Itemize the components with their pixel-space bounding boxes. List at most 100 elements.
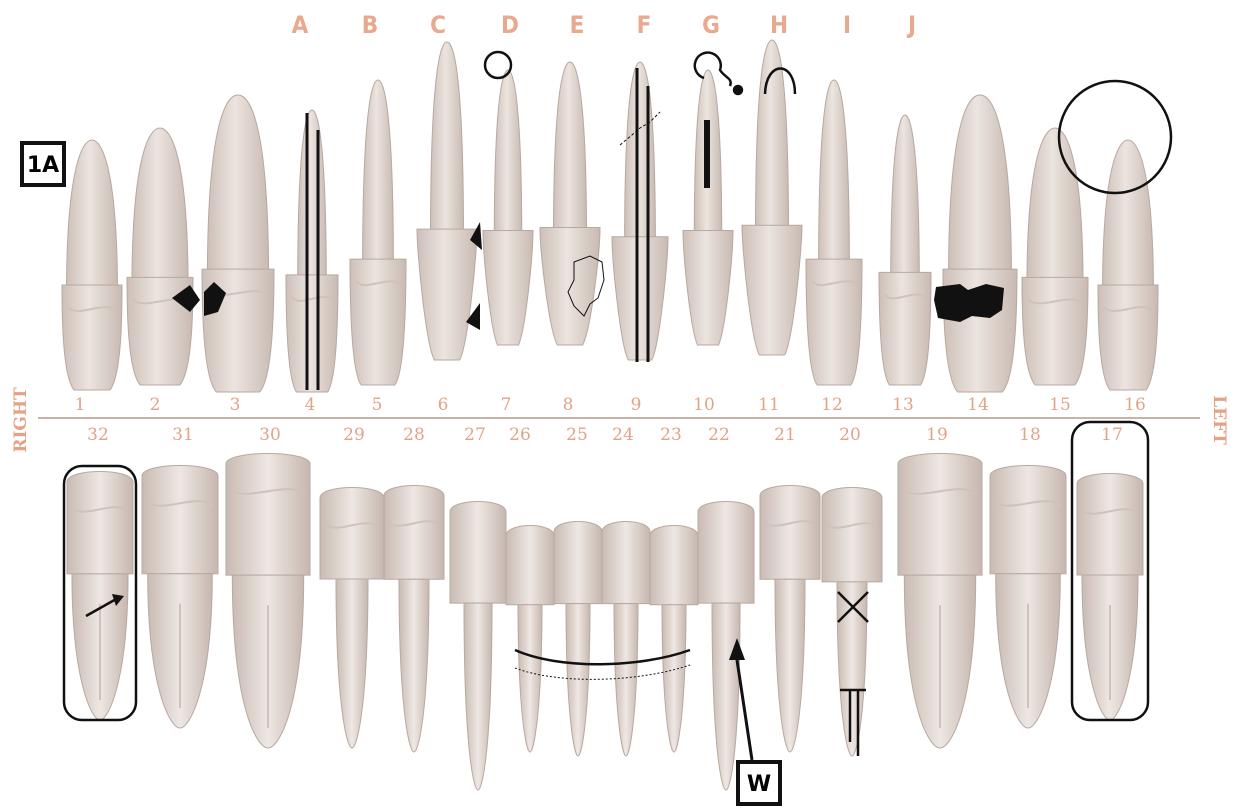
tooth-crown [990, 466, 1066, 574]
tooth-number-26: 26 [509, 425, 531, 445]
tooth-crown [554, 522, 602, 604]
tooth-number-31: 31 [172, 425, 194, 445]
tooth-upper-14 [943, 95, 1017, 392]
tooth-number-14: 14 [967, 395, 989, 415]
tooth-number-23: 23 [660, 425, 682, 445]
tooth-number-17: 17 [1101, 425, 1123, 445]
circle-mark-tooth-7 [485, 52, 511, 78]
tooth-root [363, 80, 394, 269]
letter-h: H [770, 11, 788, 39]
tooth-number-18: 18 [1019, 425, 1041, 445]
tooth-root [1103, 140, 1154, 295]
side-label-left: LEFT [1209, 395, 1229, 445]
tooth-upper-1 [62, 140, 122, 390]
tooth-crown [540, 227, 600, 345]
tooth-root [298, 110, 327, 285]
letter-b: B [362, 11, 378, 39]
tooth-number-25: 25 [566, 425, 588, 445]
tooth-crown [822, 488, 882, 582]
tooth-root [554, 62, 587, 237]
tooth-lower-23 [650, 526, 698, 753]
tooth-root [464, 603, 492, 790]
tooth-number-19: 19 [926, 425, 948, 445]
tooth-crown [417, 229, 477, 360]
tooth-upper-8 [540, 62, 600, 345]
tooth-lower-21 [760, 486, 820, 753]
tooth-root [431, 42, 464, 239]
letter-i: I [843, 11, 851, 39]
letter-a: A [292, 11, 309, 39]
tooth-upper-10 [683, 70, 733, 345]
letter-e: E [570, 11, 585, 39]
tooth-upper-11 [742, 40, 802, 355]
tooth-crown [384, 486, 444, 580]
label-w: W [747, 772, 771, 797]
tooth-crown [350, 259, 406, 385]
tooth-number-16: 16 [1124, 395, 1146, 415]
upper-number-row: 1 2 3 4 5 6 7 8 9 10 11 12 13 14 15 16 [75, 395, 1146, 415]
tooth-root [518, 605, 542, 752]
tooth-upper-16 [1098, 140, 1158, 390]
tooth-root [566, 604, 590, 756]
tooth-number-6: 6 [438, 395, 449, 415]
tooth-crown [67, 472, 133, 574]
tooth-upper-5 [350, 80, 406, 385]
tooth-number-27: 27 [464, 425, 486, 445]
upper-arch [62, 40, 1158, 392]
tooth-upper-4 [286, 110, 338, 392]
tooth-number-7: 7 [501, 395, 512, 415]
tooth-lower-17 [1077, 474, 1143, 721]
tooth-crown [450, 502, 506, 604]
tooth-crown [602, 522, 650, 604]
lower-number-row: 32 31 30 29 28 27 26 25 24 23 22 21 20 1… [87, 425, 1123, 445]
tooth-number-11: 11 [758, 395, 780, 415]
tooth-crown [1098, 285, 1158, 390]
tooth-root [399, 579, 429, 752]
tooth-upper-13 [879, 115, 931, 385]
tooth-crown [226, 454, 310, 576]
tooth-crown [612, 237, 668, 360]
tooth-lower-22 [698, 502, 754, 791]
tooth-number-5: 5 [372, 395, 383, 415]
tooth-root [494, 70, 522, 241]
arrow-line-w [737, 660, 752, 760]
tooth-upper-3 [202, 95, 274, 392]
tooth-number-20: 20 [839, 425, 861, 445]
tooth-number-2: 2 [150, 395, 161, 415]
tooth-lower-27 [450, 502, 506, 791]
tooth-upper-7 [483, 70, 533, 345]
tooth-crown [1022, 277, 1088, 385]
primary-letter-row: A B C D E F G H I J [292, 11, 916, 39]
side-label-right: RIGHT [11, 387, 31, 453]
tooth-root [1027, 128, 1083, 287]
tooth-lower-30 [226, 454, 310, 749]
tooth-number-21: 21 [774, 425, 796, 445]
tooth-number-13: 13 [892, 395, 914, 415]
tooth-upper-15 [1022, 128, 1088, 385]
tooth-crown [320, 488, 384, 580]
tooth-lower-18 [990, 466, 1066, 729]
tooth-root [336, 579, 368, 748]
tooth-number-8: 8 [563, 395, 574, 415]
letter-j: J [906, 11, 916, 39]
tooth-number-9: 9 [631, 395, 642, 415]
tooth-root [891, 115, 920, 282]
tooth-root [662, 605, 686, 752]
letter-g: G [702, 11, 720, 39]
tooth-crown [62, 285, 122, 390]
tooth-crown [506, 526, 554, 605]
tooth-crown [1077, 474, 1143, 576]
lower-arch [67, 454, 1143, 791]
tooth-root [625, 62, 656, 247]
tooth-number-30: 30 [259, 425, 281, 445]
tooth-upper-12 [806, 80, 862, 385]
tooth-crown [683, 231, 733, 346]
dot-mark-tooth-10 [734, 86, 742, 94]
tooth-root [614, 604, 638, 756]
tooth-root [67, 140, 118, 295]
letter-c: C [430, 11, 446, 39]
tooth-crown [698, 502, 754, 604]
tooth-upper-2 [127, 128, 193, 385]
tooth-lower-25 [554, 522, 602, 757]
